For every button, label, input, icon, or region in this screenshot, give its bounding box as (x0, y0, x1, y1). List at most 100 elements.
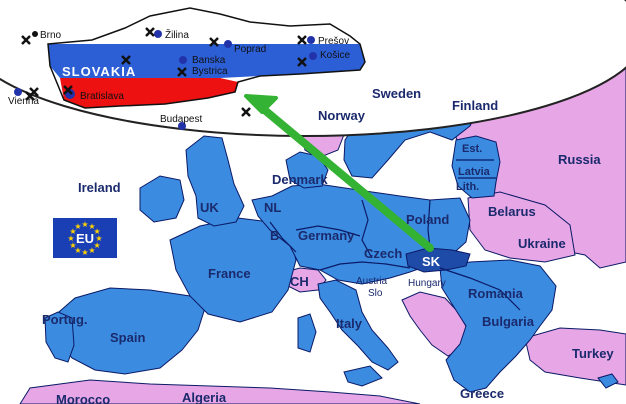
airport-icon (177, 67, 187, 77)
airport-icon (297, 57, 307, 67)
italy-region (317, 279, 399, 371)
label-uk: UK (200, 200, 219, 215)
city-kosice: Košice (320, 50, 350, 61)
inset-flag-blue (48, 44, 365, 78)
label-turkey: Turkey (572, 346, 614, 361)
pointer-arrow (244, 94, 434, 252)
eu-star-icon: ★ (88, 246, 95, 255)
inset-flag-red (60, 78, 238, 108)
city-budapest: Budapest (160, 114, 202, 125)
baltics-region (451, 135, 501, 199)
label-hungary: Hungary (408, 278, 446, 289)
eu-star-icon: ★ (74, 246, 81, 255)
airport-icon (63, 85, 73, 95)
ireland-region (139, 175, 185, 223)
belarus-ukraine-region (467, 191, 576, 263)
southeast-eu-region (439, 259, 557, 393)
uk-region (185, 135, 245, 227)
poprad-dot (224, 40, 232, 48)
city-zilina: Žilina (165, 28, 189, 41)
label-ukraine: Ukraine (518, 236, 566, 251)
cyprus-region (597, 373, 619, 389)
vienna-dot (14, 88, 22, 96)
eu-flag: ★★★★★★★★★★★★ EU (53, 218, 117, 258)
label-poland: Poland (406, 212, 449, 227)
arrow-head (244, 94, 278, 114)
label-denmark: Denmark (272, 172, 328, 187)
label-ireland: Ireland (78, 180, 121, 195)
eu-flag-label: EU (76, 231, 94, 246)
label-belarus: Belarus (488, 204, 536, 219)
eu-star-icon: ★ (81, 220, 88, 229)
label-slo: Slo (368, 288, 383, 299)
airport-icon (121, 55, 131, 65)
city-presov: Prešov (318, 36, 349, 47)
inset-flag-white (48, 8, 360, 44)
label-czech: Czech (364, 246, 402, 261)
label-algeria: Algeria (182, 390, 227, 404)
label-italy: Italy (336, 316, 363, 331)
city-banska: Banska (192, 55, 226, 66)
banska-dot (179, 56, 187, 64)
label-france: France (208, 266, 251, 281)
airport-icon (209, 37, 219, 47)
presov-dot (307, 36, 315, 44)
label-est: Est. (462, 143, 482, 155)
airport-icons (21, 27, 307, 117)
eu-star-icon: ★ (95, 234, 102, 243)
label-spain: Spain (110, 330, 145, 345)
airport-icon (297, 35, 307, 45)
eu-star-icon: ★ (67, 234, 74, 243)
brno-dot (32, 31, 38, 37)
sicily-region (343, 365, 383, 387)
label-sweden: Sweden (372, 86, 421, 101)
slovakia-inset: Brno Žilina Prešov Poprad Košice Banska … (0, 0, 626, 137)
label-greece: Greece (460, 386, 504, 401)
airport-icon (25, 91, 35, 101)
eu-star-icon: ★ (94, 227, 101, 236)
city-poprad: Poprad (234, 44, 266, 55)
turkey-region (524, 327, 626, 386)
label-morocco: Morocco (56, 392, 110, 404)
eu-star-icon: ★ (74, 222, 81, 231)
label-germany: Germany (298, 228, 355, 243)
label-lith: Lith. (456, 181, 479, 193)
label-finland: Finland (452, 98, 498, 113)
label-austria: Austria (356, 276, 388, 287)
eu-star-icon: ★ (94, 241, 101, 250)
label-bulgaria: Bulgaria (482, 314, 535, 329)
arrow-shaft (251, 98, 434, 252)
label-norway: Norway (318, 108, 366, 123)
eu-star-icon: ★ (81, 248, 88, 257)
eu-star-icon: ★ (69, 227, 76, 236)
spain-region (51, 287, 206, 375)
country-labels: Russia Finland Sweden Norway Est. Latvia… (42, 86, 614, 404)
eu-flag-bg (53, 218, 117, 258)
slovakia-highlight[interactable] (405, 247, 471, 273)
label-romania: Romania (468, 286, 524, 301)
budapest-dot (178, 122, 186, 130)
airport-icon (21, 35, 31, 45)
eu-stars: ★★★★★★★★★★★★ (67, 220, 102, 257)
africa-region (19, 379, 421, 404)
eu-star-icon: ★ (88, 222, 95, 231)
city-brno: Brno (40, 30, 62, 41)
airport-icon (145, 27, 155, 37)
city-vienna: Vienna (8, 96, 39, 107)
airport-icon (241, 107, 251, 117)
zilina-dot (154, 30, 162, 38)
inset-outline (47, 7, 366, 109)
label-nl: NL (264, 200, 281, 215)
denmark-region (285, 151, 329, 189)
label-ch: CH (290, 274, 309, 289)
label-sk[interactable]: SK (422, 254, 441, 269)
portugal-region (44, 311, 75, 363)
label-latvia: Latvia (458, 166, 491, 178)
eu-regions (44, 43, 619, 393)
city-bystrica: Bystrica (192, 66, 228, 77)
label-portug: Portug. (42, 312, 88, 327)
eu-star-icon: ★ (69, 241, 76, 250)
kosice-dot (309, 52, 317, 60)
